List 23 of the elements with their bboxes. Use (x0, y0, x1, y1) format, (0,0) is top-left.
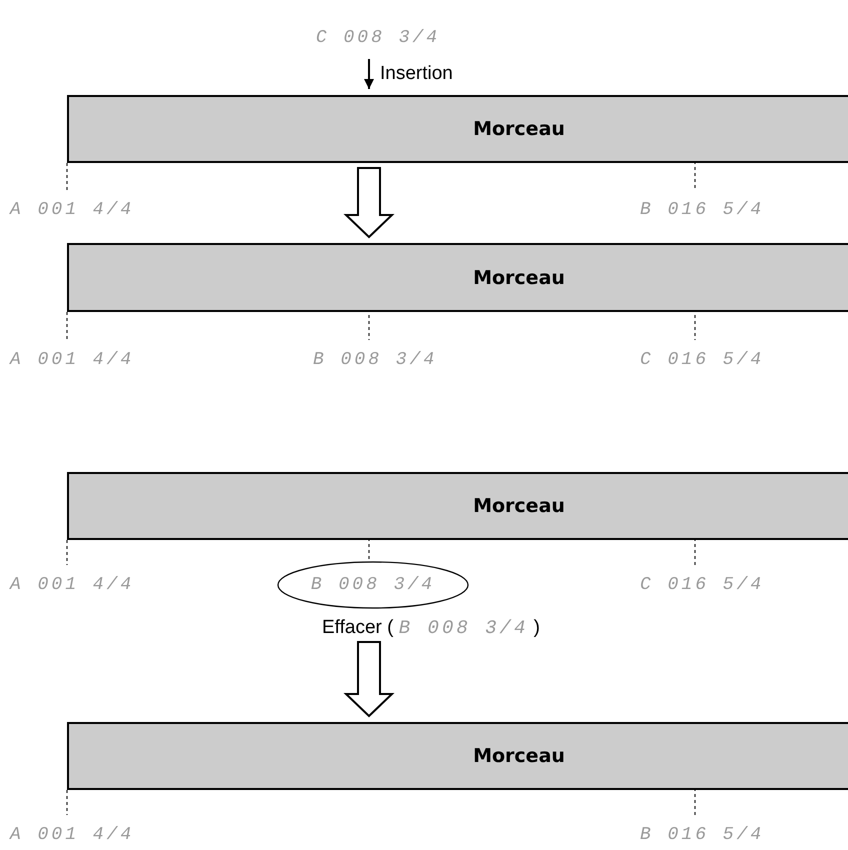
arrow (364, 59, 374, 89)
marker-label: C 016 5/4 (640, 575, 764, 595)
marker-label: B 016 5/4 (640, 200, 764, 220)
track-title: Morceau (473, 118, 565, 140)
marker-label: A 001 4/4 (10, 575, 134, 595)
marker-label: B 008 3/4 (313, 350, 438, 370)
marker-label: C 016 5/4 (640, 350, 764, 370)
instruction-text: Effacer ( B 008 3/4 ) (322, 617, 540, 639)
track-title: Morceau (473, 745, 565, 767)
track-title: Morceau (473, 495, 565, 517)
marker-label: C 008 3/4 (316, 28, 440, 48)
track-bar (67, 722, 848, 790)
track-bar (67, 472, 848, 540)
marker-label: A 001 4/4 (10, 825, 134, 845)
marker-label: A 001 4/4 (10, 200, 134, 220)
block-arrow (344, 641, 394, 718)
marker-label: B 008 3/4 (310, 575, 436, 595)
track-title: Morceau (473, 266, 565, 288)
marker-label: A 001 4/4 (10, 350, 134, 370)
block-arrow (344, 167, 394, 238)
track-bar (67, 243, 848, 312)
track-bar (67, 95, 848, 163)
marker-label: B 016 5/4 (640, 825, 764, 845)
